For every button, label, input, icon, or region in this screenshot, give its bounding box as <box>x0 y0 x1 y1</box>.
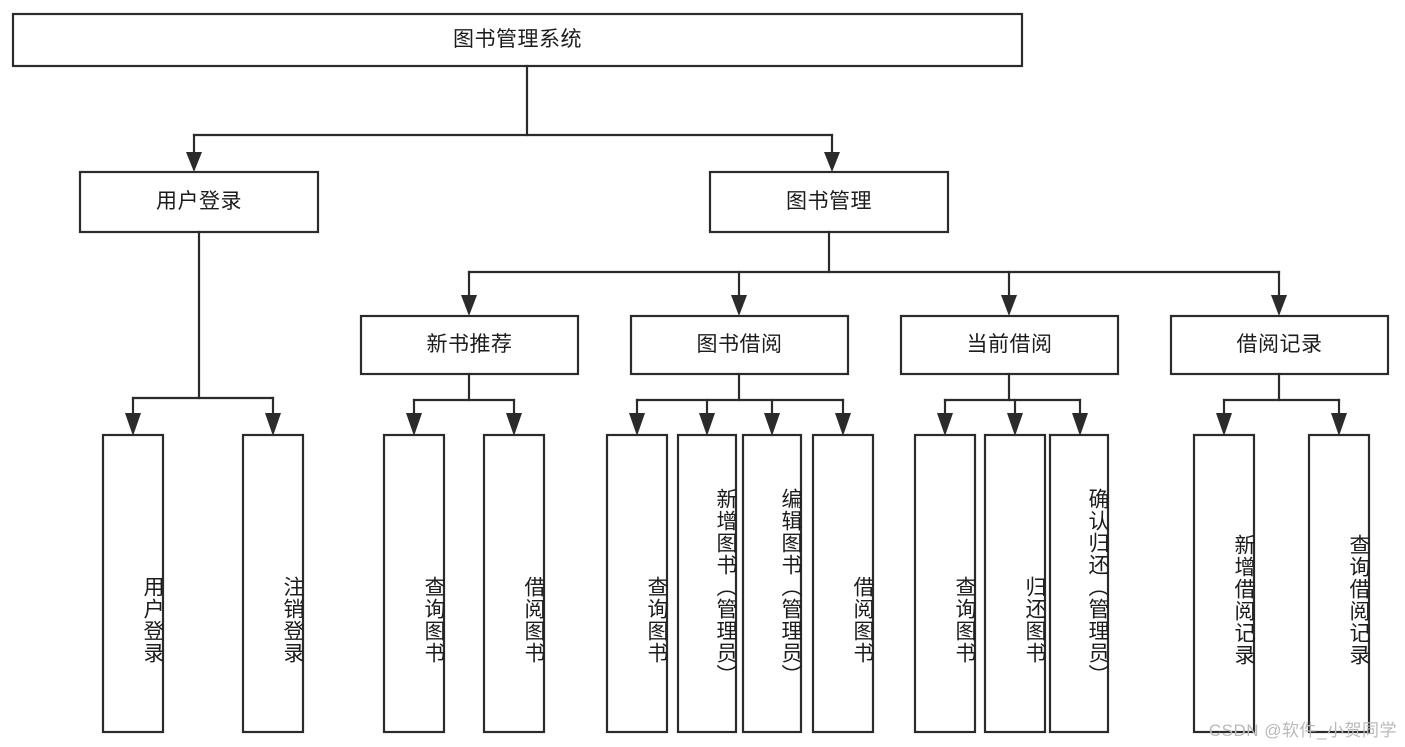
node-box-new-book-recommend[interactable] <box>359 314 580 376</box>
arrow-head-book-manage <box>824 152 840 172</box>
arrow-head-cb-leaf2 <box>1007 413 1023 436</box>
node-box-leaf-cb-query-book[interactable] <box>913 433 977 734</box>
arrow-head-new-book <box>461 295 477 316</box>
node-box-leaf-bb-borrow-book[interactable] <box>811 433 875 734</box>
arrow-head-leaf-logout <box>265 413 281 436</box>
node-box-leaf-logout[interactable] <box>241 433 305 734</box>
node-box-leaf-cb-return-book[interactable] <box>983 433 1047 734</box>
node-box-leaf-br-add-record[interactable] <box>1192 433 1256 734</box>
arrow-head-cb-leaf1 <box>937 413 953 436</box>
node-box-leaf-bb-edit-book[interactable] <box>741 433 803 734</box>
node-box-root[interactable] <box>11 12 1024 68</box>
node-box-borrow-record[interactable] <box>1169 314 1390 376</box>
arrow-head-cb-leaf3 <box>1072 413 1088 436</box>
arrow-head-nb-leaf2 <box>506 413 522 436</box>
node-box-book-manage[interactable] <box>708 170 950 234</box>
arrow-head-book-borrow <box>731 295 747 316</box>
node-box-current-borrow[interactable] <box>899 314 1120 376</box>
node-box-leaf-nb-borrow-book[interactable] <box>482 433 546 734</box>
arrow-head-bb-leaf1 <box>629 413 645 436</box>
node-box-leaf-cb-confirm-return[interactable] <box>1048 433 1110 734</box>
arrow-head-bb-leaf2 <box>699 413 715 436</box>
node-box-user-login[interactable] <box>78 170 320 234</box>
csdn-watermark: CSDN @软件_小贺同学 <box>1208 721 1397 740</box>
arrow-head-br-leaf1 <box>1216 413 1232 436</box>
arrow-head-bb-leaf3 <box>764 413 780 436</box>
arrow-head-nb-leaf1 <box>406 413 422 436</box>
arrow-head-br-leaf2 <box>1331 413 1347 436</box>
node-box-book-borrow[interactable] <box>629 314 850 376</box>
node-box-leaf-user-login[interactable] <box>101 433 165 734</box>
arrow-head-borrow-record <box>1271 295 1287 316</box>
arrow-head-bb-leaf4 <box>835 413 851 436</box>
node-box-leaf-nb-query-book[interactable] <box>382 433 446 734</box>
arrow-head-user-login <box>186 152 202 172</box>
arrow-head-current-borrow <box>1001 295 1017 316</box>
node-box-leaf-bb-query-book[interactable] <box>605 433 669 734</box>
node-box-leaf-br-query-record[interactable] <box>1307 433 1371 734</box>
arrow-head-leaf-user-login <box>125 413 141 436</box>
node-box-leaf-bb-add-book[interactable] <box>676 433 738 734</box>
